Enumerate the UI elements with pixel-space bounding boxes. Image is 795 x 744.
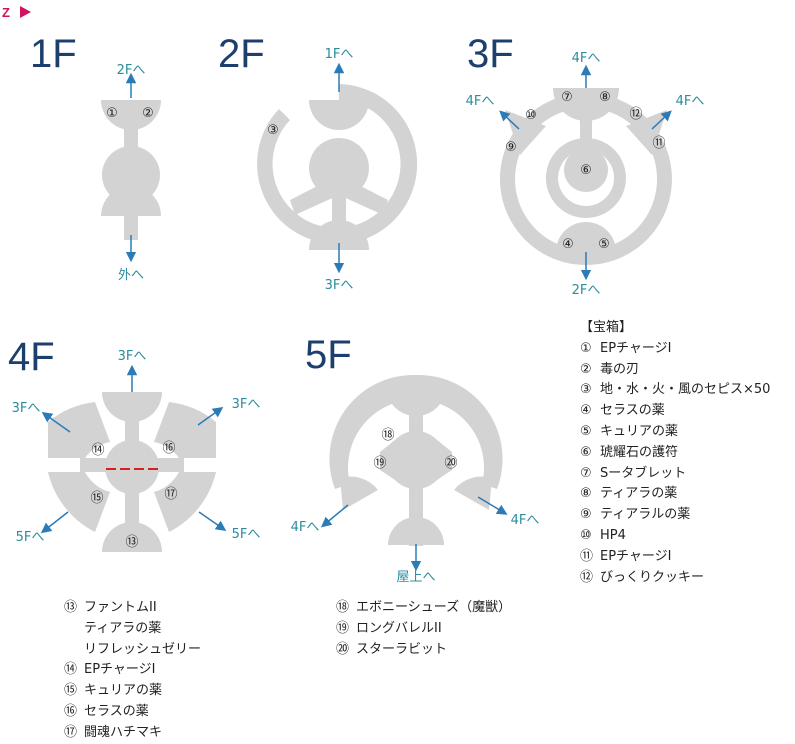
floor-2f: 2F 1Fへ 3Fへ ③ [218,32,418,293]
floor-5f: 5F 4Fへ 4Fへ 屋上へ ⑱ ⑲ ⑳ [291,333,540,585]
chest-marker: ⑪ [652,136,665,151]
chest-marker: ⑫ [629,107,642,122]
floor-1f-area [101,100,161,240]
exit-label: 4Fへ [572,51,601,66]
floor-1f-label: 1F [30,32,77,76]
exit-label: 1Fへ [325,47,354,62]
floor-2f-area [257,84,418,250]
exit-label: 2Fへ [572,283,601,298]
exit-label: 4Fへ [291,520,320,535]
floor-4f: 4F 3Fへ 3Fへ 3Fへ 5Fへ 5Fへ ⑭ ⑯ ⑮ ⑰ ⑬ [8,335,260,552]
chest-marker: ⑩ [525,108,537,123]
chest-marker: ⑲ [373,456,386,471]
floor-3f-area [499,88,672,265]
north-arrow-icon [20,6,31,18]
chest-marker: ⑨ [505,140,517,155]
exit-label: 4Fへ [466,94,495,109]
legend-item: ティアラの薬 [84,620,162,636]
floor-5f-area [329,374,503,546]
chest-marker: ① [106,106,118,121]
exit-label: 4Fへ [511,513,540,528]
exit-label: 5Fへ [232,527,261,542]
legend-title: 【宝箱】 [580,320,633,335]
chest-marker: ⑭ [91,443,104,458]
chest-marker: ⑧ [599,90,611,105]
exit-label: 2Fへ [117,63,146,78]
floor-3f-label: 3F [467,32,514,76]
chest-marker: ⑯ [162,441,175,456]
chest-marker: ⑦ [561,90,573,105]
floor-2f-label: 2F [218,32,265,76]
exit-label: 3Fへ [118,349,147,364]
chest-marker: ⑬ [125,535,138,550]
floor-1f: 1F 2Fへ 外へ ① ② [30,32,161,283]
exit-label: 4Fへ [676,94,705,109]
legend-item: リフレッシュゼリー [84,641,202,657]
exit-label: 屋上へ [396,570,435,585]
chest-marker: ② [142,106,154,121]
compass: Z [2,5,31,20]
floor-4f-label: 4F [8,335,55,379]
chest-marker: ⑳ [444,456,457,471]
compass-label: Z [2,5,10,20]
chest-marker: ③ [267,123,279,138]
exit-label: 外へ [118,268,144,283]
floor-5f-label: 5F [305,333,352,377]
chest-marker: ⑥ [580,163,592,178]
exit-label: 3Fへ [12,401,41,416]
chest-marker: ⑤ [598,237,610,252]
chest-marker: ⑰ [164,487,177,502]
floor-3f: 3F 4Fへ 4Fへ 4Fへ 2Fへ ⑦ ⑧ ⑩ ⑫ ⑨ ⑪ ⑥ ④ ⑤ [466,32,705,298]
exit-label: 5Fへ [16,530,45,545]
exit-label: 3Fへ [232,397,261,412]
exit-label: 3Fへ [325,278,354,293]
chest-marker: ④ [562,237,574,252]
chest-marker: ⑱ [381,428,394,443]
floor-4f-area [48,392,216,552]
chest-marker: ⑮ [90,491,103,506]
